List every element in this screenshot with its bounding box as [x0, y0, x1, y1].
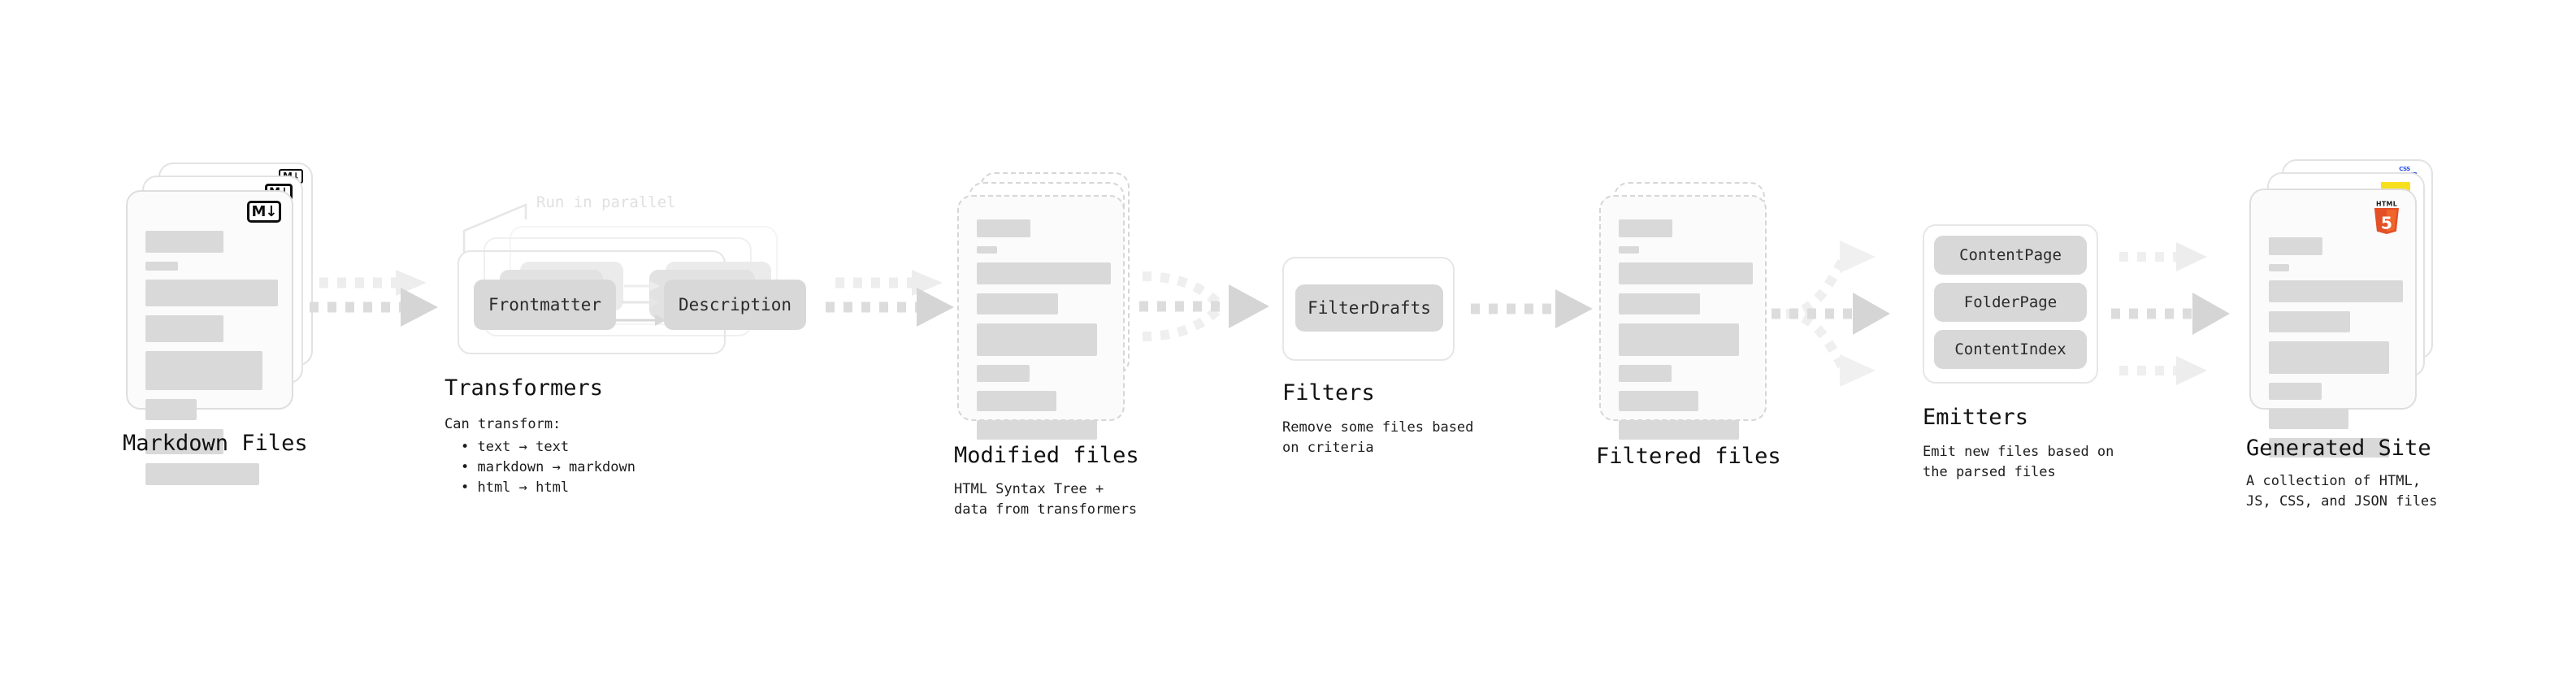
skeleton-bar [977, 293, 1058, 314]
skeleton-bar [977, 365, 1030, 382]
skeleton-bar [977, 262, 1111, 284]
skeleton-bar [2269, 438, 2389, 458]
skeleton-bar [145, 463, 259, 485]
connector-modified-to-filters [1139, 271, 1269, 341]
connector-emitters-to-site [2111, 242, 2230, 385]
bullet-html-html: • html → html [461, 479, 570, 497]
skeleton-bars [1619, 219, 1753, 449]
transformer-pill-description[interactable]: Description [664, 280, 806, 330]
stage-title-transformers: Transformers [445, 375, 604, 401]
skeleton-bar [2269, 264, 2289, 271]
stage-modified-files: Modified files HTML Syntax Tree + data f… [954, 172, 1152, 518]
fan-branch-top [2119, 242, 2207, 271]
filters-subtitle: Remove some files based on criteria [1282, 419, 1474, 457]
markdown-badge-icon: M↓ [247, 201, 281, 223]
fan-main-line [1139, 284, 1269, 328]
dotted-line-main [826, 288, 954, 327]
html5-icon: HTML 5 [2374, 200, 2400, 235]
skeleton-bar [2269, 409, 2348, 429]
fan-main-line [2111, 293, 2230, 335]
stage-title-markdown-files: Markdown Files [123, 431, 308, 456]
connector-markdown-to-transformers [310, 270, 438, 327]
stage-markdown-files: M↓ M↓ M↓ [123, 163, 321, 485]
skeleton-bar [145, 262, 178, 271]
css-label: CSS [2399, 166, 2410, 172]
emitters-pill-folderpage[interactable]: FolderPage [1934, 283, 2087, 322]
generated-site-card-front: HTML 5 [2249, 189, 2417, 458]
skeleton-bar [977, 246, 997, 254]
modified-file-stack [957, 172, 1152, 440]
connector-transformers-to-modified [826, 270, 954, 327]
skeleton-bar [1619, 262, 1753, 284]
skeleton-bar [2269, 341, 2389, 374]
markdown-badge-front: M↓ [247, 201, 281, 223]
connector-filtered-to-emitters [1772, 241, 1890, 387]
dotted-line-faded [319, 270, 427, 296]
emitters-subtitle: Emit new files based on the parsed files [1923, 444, 2114, 481]
skeleton-bars [977, 219, 1111, 449]
skeleton-bar [1619, 420, 1739, 440]
transformer-pill-frontmatter[interactable]: Frontmatter [474, 280, 616, 330]
transformers-subtitle: Can transform: [445, 416, 562, 432]
skeleton-bar [977, 391, 1056, 411]
skeleton-bar [145, 315, 223, 342]
fan-branch-top [1785, 241, 1876, 319]
skeleton-bar [2269, 383, 2322, 400]
skeleton-bar [145, 280, 278, 306]
skeleton-bar [145, 429, 223, 454]
skeleton-bar [145, 399, 197, 420]
connector-filters-to-filtered [1471, 289, 1593, 328]
skeleton-bar [145, 231, 223, 253]
bullet-text-text: • text → text [461, 439, 570, 455]
skeleton-bar [977, 420, 1097, 440]
skeleton-bar [977, 219, 1030, 237]
skeleton-bars [2269, 237, 2403, 466]
fan-branch-bottom [1142, 303, 1225, 341]
stage-title-generated-site: Generated Site [2246, 436, 2431, 461]
skeleton-bar [145, 351, 262, 390]
modified-files-subtitle: HTML Syntax Tree + data from transformer… [954, 481, 1138, 518]
svg-text:HTML: HTML [2376, 200, 2397, 207]
emitters-pill-contentpage[interactable]: ContentPage [1934, 236, 2087, 275]
stage-generated-site: CSS HTML 5 [2246, 159, 2452, 510]
emitters-pill-contentindex[interactable]: ContentIndex [1934, 330, 2087, 369]
filtered-file-stack [1599, 182, 1786, 440]
generated-site-subtitle: A collection of HTML, JS, CSS, and JSON … [2246, 473, 2438, 510]
markdown-file-card-front: M↓ [126, 190, 293, 485]
dotted-line-main [1471, 289, 1593, 328]
run-in-parallel-label: Run in parallel [536, 193, 676, 211]
dotted-line-main [310, 288, 438, 327]
skeleton-bar [1619, 365, 1672, 382]
skeleton-bar [1619, 246, 1639, 254]
stage-title-emitters: Emitters [1923, 405, 2029, 430]
skeleton-bar [1619, 293, 1700, 314]
skeleton-bar [1619, 219, 1672, 237]
stage-title-modified-files: Modified files [954, 443, 1139, 468]
skeleton-bar [2269, 237, 2322, 255]
bullet-markdown-markdown: • markdown → markdown [461, 459, 635, 476]
skeleton-bar [2269, 280, 2403, 302]
skeleton-bar [1619, 391, 1698, 411]
fan-branch-bottom [2119, 356, 2207, 385]
fan-main-line [1772, 293, 1890, 335]
stage-filtered-files: Filtered files [1596, 182, 1786, 469]
skeleton-bar [2269, 311, 2350, 332]
dotted-line-faded [835, 270, 943, 296]
generated-site-stack: CSS HTML 5 [2249, 159, 2452, 458]
filters-pill-filterdrafts[interactable]: FilterDrafts [1295, 284, 1443, 332]
fan-branch-bottom [1785, 309, 1876, 387]
html5-badge-wrap: HTML 5 [2370, 198, 2404, 241]
markdown-file-stack: M↓ M↓ M↓ [126, 163, 321, 485]
stage-title-filters: Filters [1282, 380, 1375, 406]
skeleton-bar [1619, 323, 1739, 356]
transformers-bullets: • text → text • markdown → markdown • html… [461, 437, 635, 498]
modified-file-card-front [957, 195, 1125, 440]
stage-title-filtered-files: Filtered files [1596, 444, 1781, 469]
filtered-file-card-front [1599, 195, 1767, 440]
svg-text:5: 5 [2381, 213, 2392, 232]
fan-branch-top [1142, 271, 1225, 310]
skeleton-bars [145, 231, 278, 494]
skeleton-bar [977, 323, 1097, 356]
